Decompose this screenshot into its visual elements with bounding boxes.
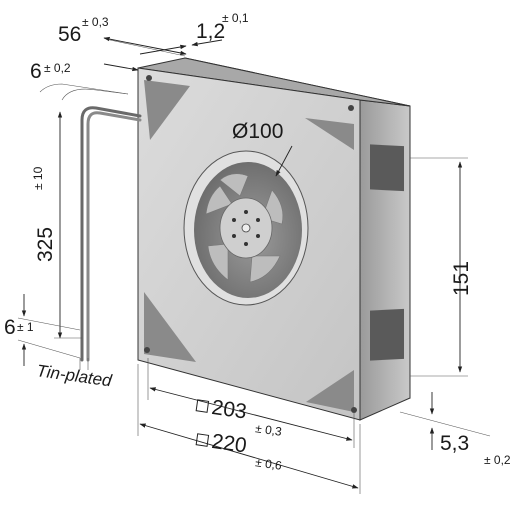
- hole-dim-value: 5,3: [440, 432, 469, 455]
- inlet-diameter-label: Ø100: [232, 120, 283, 143]
- square-symbol-203: [195, 399, 210, 413]
- mount-hole-tl: [146, 75, 152, 81]
- lead-wires: [80, 106, 142, 362]
- hole-spacing-dim-value: 203: [210, 396, 248, 424]
- depth-dim-value: 56: [58, 23, 81, 46]
- housing-width-dim-value: 220: [210, 430, 248, 458]
- flange-dim-value: 1,2: [196, 20, 225, 43]
- offset-dim-value: 6: [30, 60, 42, 83]
- fan-housing: [137, 57, 411, 421]
- hole-spacing-dim-tolerance: ± 0,3: [254, 421, 283, 439]
- offset-dim-tolerance: ± 0,2: [44, 61, 71, 75]
- corner-pocket-tr: [305, 118, 354, 150]
- strip-dim-value: 6: [4, 316, 16, 339]
- flange-dim-tolerance: ± 0,1: [222, 11, 249, 25]
- hub-center: [241, 223, 251, 233]
- square-symbol-220: [195, 433, 210, 447]
- tin-plated-label: Tin-plated: [35, 361, 113, 390]
- side-window-bottom: [370, 308, 404, 361]
- mount-hole-tr: [348, 105, 354, 111]
- lead-length-dim-value: 325: [34, 227, 57, 262]
- side-window-top: [370, 144, 404, 192]
- lead-length-dim-tolerance: ± 10: [31, 166, 45, 190]
- hole-dim-tolerance: ± 0,2: [484, 453, 511, 467]
- housing-width-dim-tolerance: ± 0,6: [254, 455, 283, 473]
- corner-pocket-bl: [144, 292, 196, 362]
- strip-dim-tolerance: ± 1: [17, 320, 34, 334]
- mount-hole-bl: [144, 347, 150, 353]
- depth-dim-tolerance: ± 0,3: [82, 15, 109, 29]
- corner-pocket-tl: [144, 80, 190, 140]
- height-dim-value: 151: [450, 261, 473, 296]
- hub-bolts: [232, 210, 260, 246]
